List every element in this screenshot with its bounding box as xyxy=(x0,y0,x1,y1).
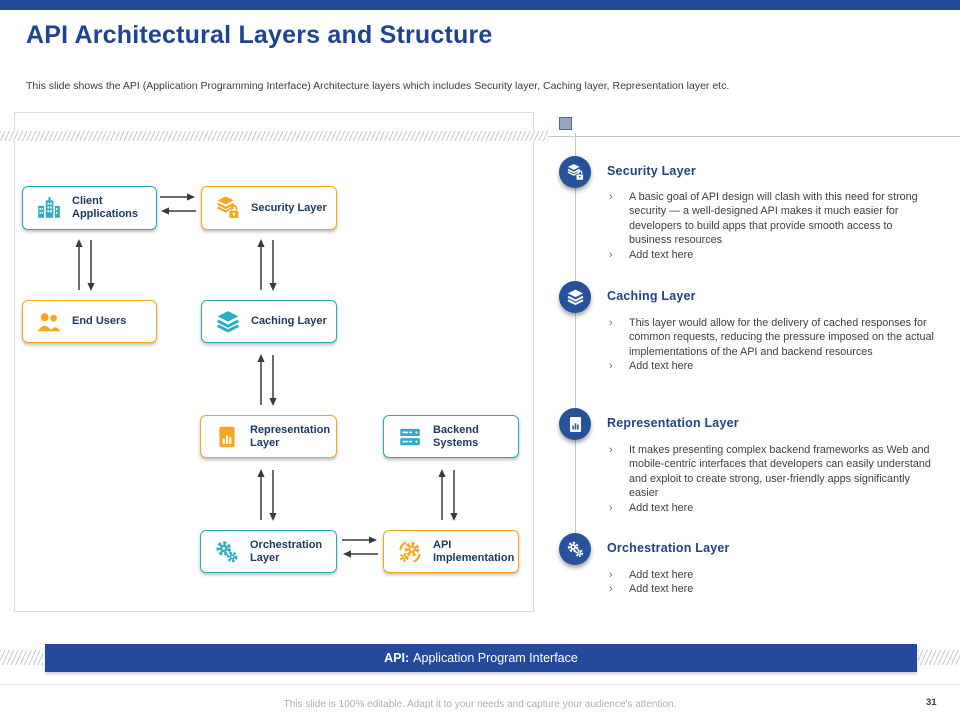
footer-note: This slide is 100% editable. Adapt it to… xyxy=(283,699,677,710)
arrow-client-security xyxy=(160,193,196,215)
arrow-client-endusers xyxy=(75,239,95,291)
bullet-marker: › xyxy=(609,248,613,261)
box-caching-layer: Caching Layer xyxy=(201,300,337,343)
bullet-marker: › xyxy=(609,444,613,456)
box-representation-layer: Representation Layer xyxy=(200,415,337,458)
section-title-security: Security Layer xyxy=(607,164,696,178)
box-label: Caching Layer xyxy=(251,315,327,328)
node-caching-layer xyxy=(559,281,591,313)
bullet-marker: › xyxy=(609,191,613,203)
section-title-representation: Representation Layer xyxy=(607,416,739,430)
gear-sync-icon xyxy=(399,540,421,562)
box-label: API Implementation xyxy=(433,538,515,564)
top-accent-bar xyxy=(0,0,960,10)
users-icon xyxy=(37,312,61,331)
layers-lock-icon xyxy=(217,196,240,219)
node-orchestration-layer xyxy=(559,533,591,565)
document-chart-icon xyxy=(219,426,235,447)
footer-divider xyxy=(0,684,960,685)
box-security-layer: Security Layer xyxy=(201,186,337,230)
bullet-marker: › xyxy=(609,360,613,373)
box-api-implementation: API Implementation xyxy=(383,530,519,573)
box-client-applications: Client Applications xyxy=(22,186,157,230)
section-title-orchestration: Orchestration Layer xyxy=(607,541,730,555)
bullet: ›Add text here xyxy=(609,583,694,596)
section-bullets-representation: ›It makes presenting complex backend fra… xyxy=(607,443,937,515)
section-bullets-security: ›A basic goal of API design will clash w… xyxy=(607,190,937,262)
bullet: ›This layer would allow for the delivery… xyxy=(609,317,934,358)
bullet-marker: › xyxy=(609,583,613,596)
section-bullets-caching: ›This layer would allow for the delivery… xyxy=(607,316,937,374)
buildings-icon xyxy=(38,197,60,218)
hatch-strip-bottom-right xyxy=(918,650,960,665)
node-security-layer xyxy=(559,156,591,188)
arrow-security-caching xyxy=(257,239,277,291)
box-label: Security Layer xyxy=(251,201,327,214)
node-representation-layer xyxy=(559,408,591,440)
section-bullets-orchestration: ›Add text here ›Add text here xyxy=(607,568,937,597)
arrow-backend-api xyxy=(438,469,458,521)
arrow-caching-representation xyxy=(257,354,277,406)
box-label: Backend Systems xyxy=(433,423,479,449)
hatch-strip-bottom-left xyxy=(0,650,43,665)
gears-icon xyxy=(567,541,583,557)
bullet-marker: › xyxy=(609,501,613,514)
box-orchestration-layer: Orchestration Layer xyxy=(200,530,337,573)
arrow-representation-orchestration xyxy=(257,469,277,521)
layers-icon xyxy=(567,289,583,305)
box-label: End Users xyxy=(72,315,127,328)
box-label: Client Applications xyxy=(72,195,139,220)
document-chart-icon xyxy=(569,416,581,432)
box-backend-systems: Backend Systems xyxy=(383,415,519,458)
section-title-caching: Caching Layer xyxy=(607,289,696,303)
bullet: ›Add text here xyxy=(609,569,694,581)
banner-prefix: API: xyxy=(384,651,410,665)
box-label: Orchestration Layer xyxy=(250,538,323,564)
box-end-users: End Users xyxy=(22,300,157,343)
divider-horizontal xyxy=(548,136,960,137)
page-title: API Architectural Layers and Structure xyxy=(26,21,493,49)
bullet: ›A basic goal of API design will clash w… xyxy=(609,191,918,247)
servers-icon xyxy=(400,428,420,445)
page-subtitle: This slide shows the API (Application Pr… xyxy=(26,80,730,92)
bullet-marker: › xyxy=(609,569,613,581)
timeline-vertical-line xyxy=(575,133,576,548)
page-number: 31 xyxy=(926,697,937,708)
bullet: ›Add text here xyxy=(609,360,694,373)
square-marker xyxy=(559,117,572,130)
layers-icon xyxy=(217,310,239,332)
bullet: ›Add text here xyxy=(609,248,694,261)
hatch-strip-top xyxy=(0,131,548,141)
banner-text: Application Program Interface xyxy=(413,651,578,665)
gears-icon xyxy=(216,540,238,562)
api-definition-banner: API: Application Program Interface xyxy=(45,644,917,672)
bullet: ›Add text here xyxy=(609,501,694,514)
arrow-orchestration-api xyxy=(342,536,378,558)
bullet: ›It makes presenting complex backend fra… xyxy=(609,444,931,500)
layers-lock-icon xyxy=(567,163,584,180)
box-label: Representation Layer xyxy=(250,423,331,449)
bullet-marker: › xyxy=(609,317,613,329)
